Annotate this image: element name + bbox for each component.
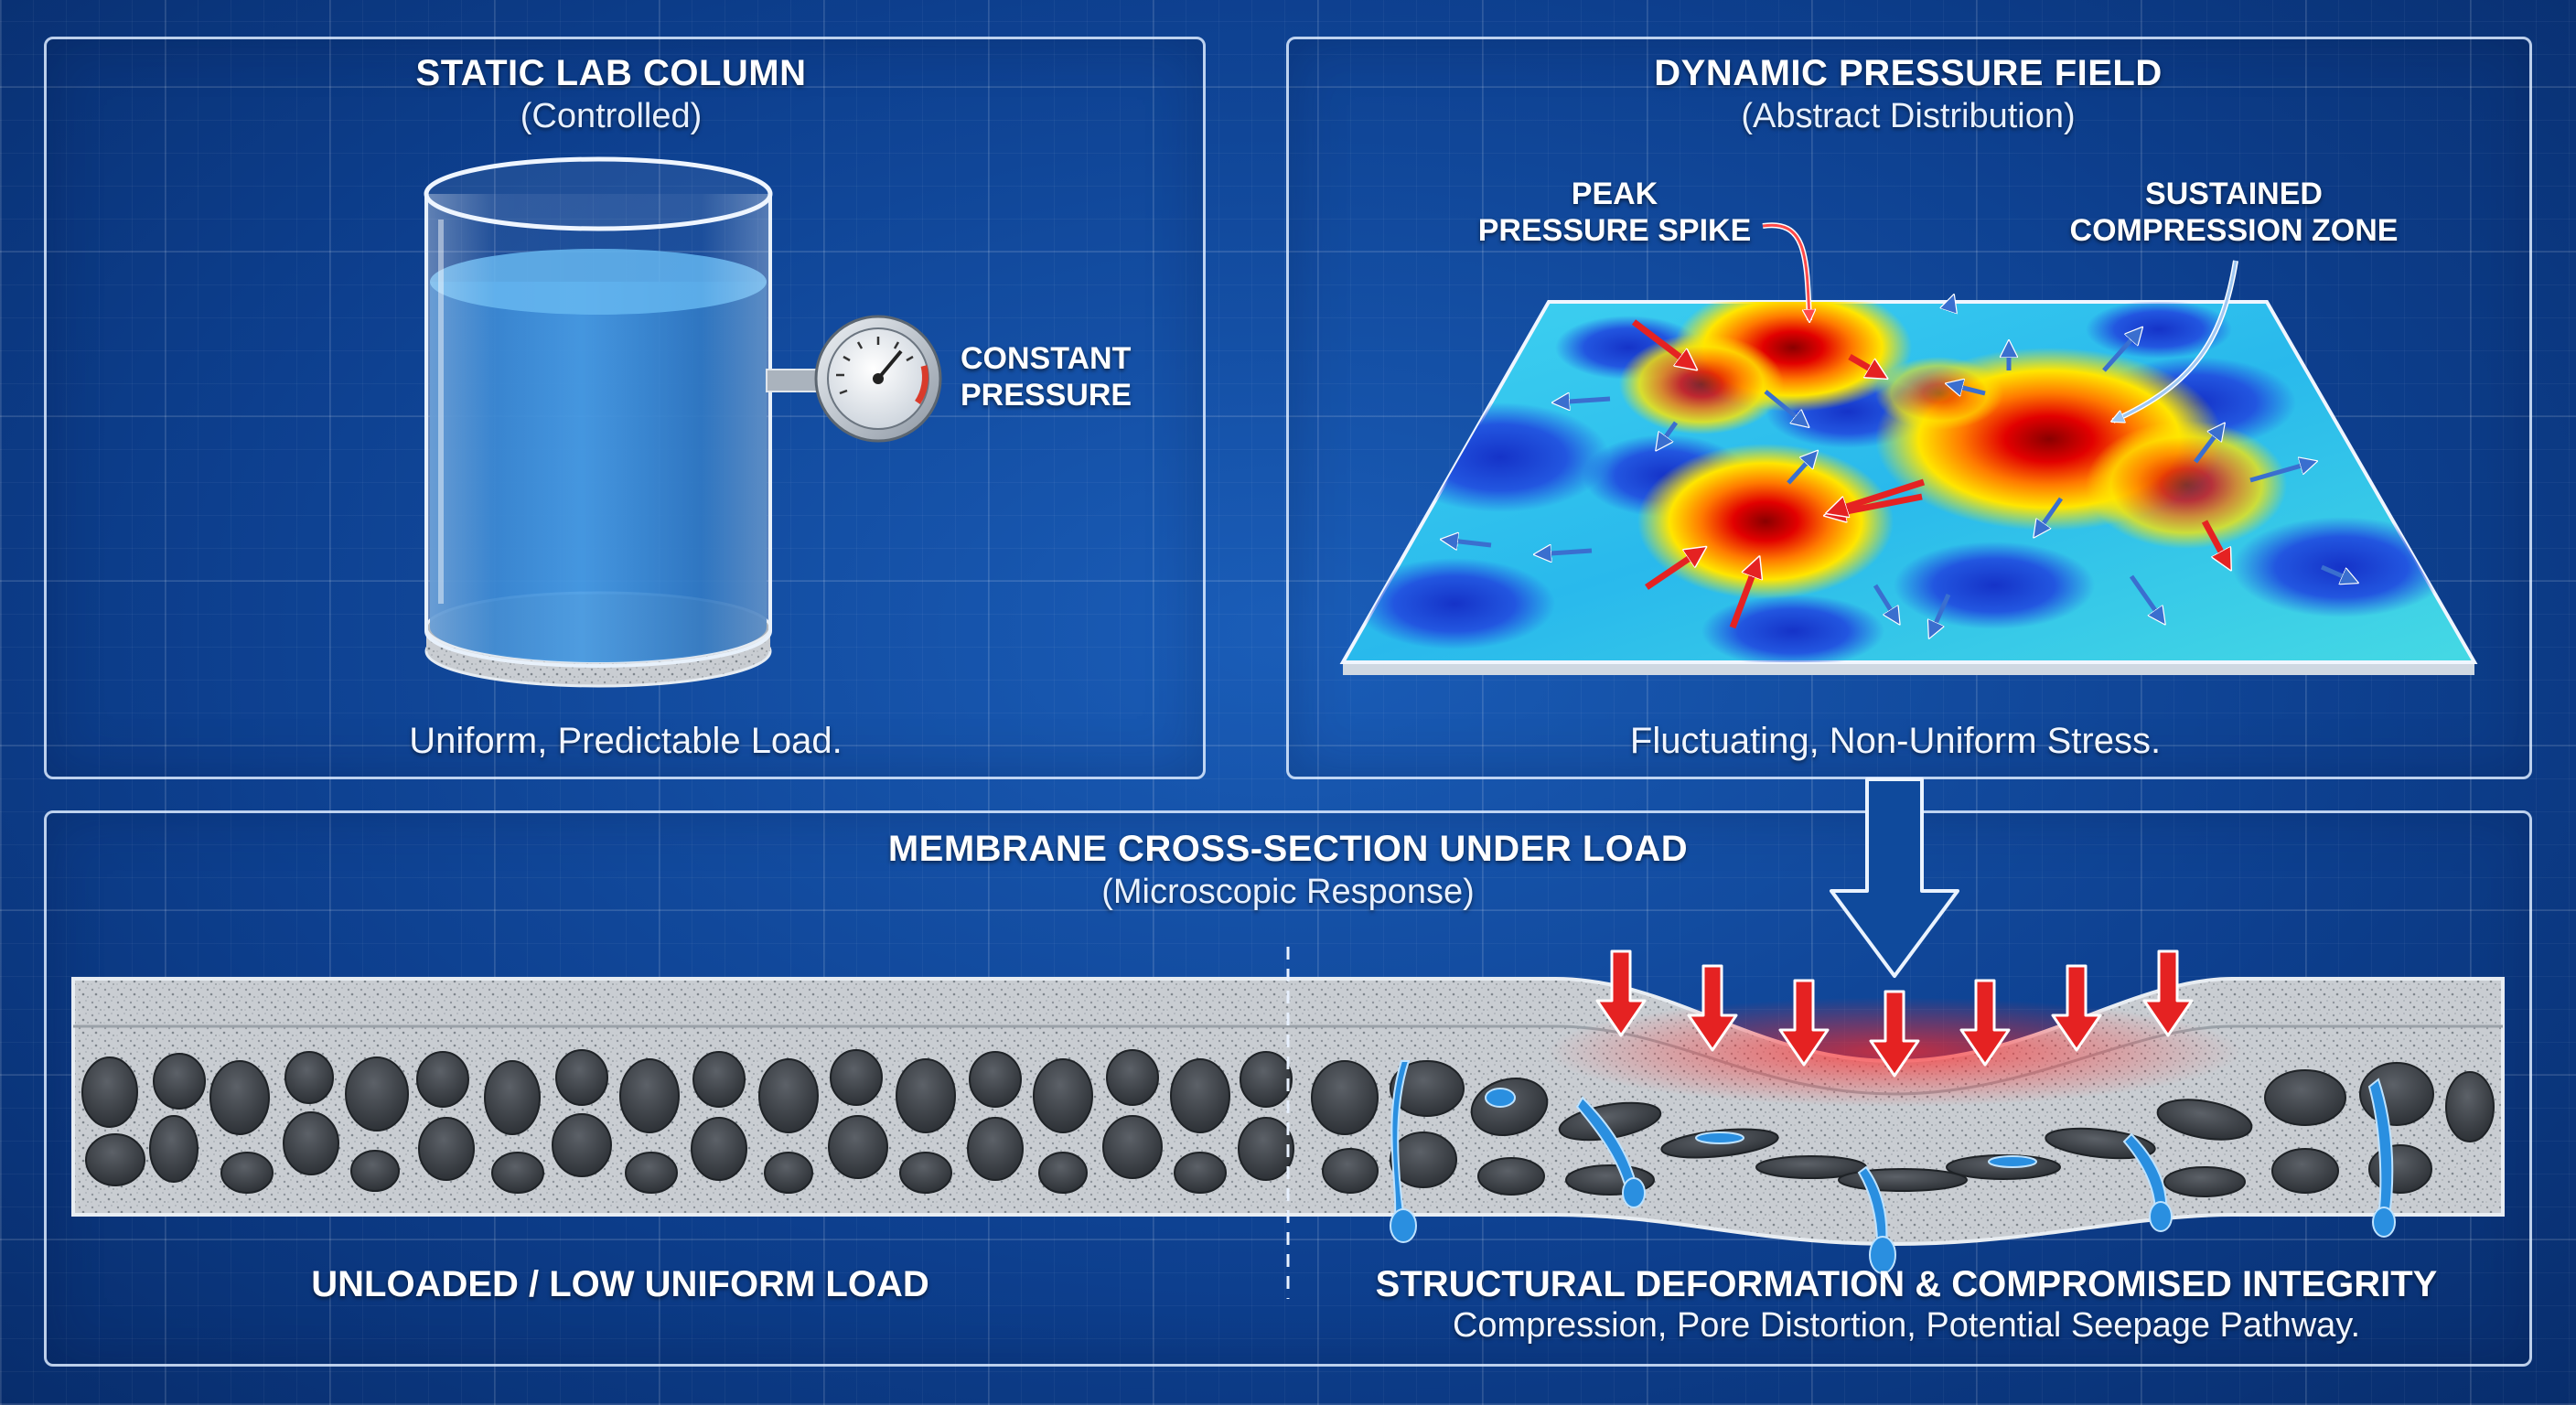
peak-callout-line1: PEAK bbox=[1571, 177, 1658, 211]
sustained-callout-line2: COMPRESSION ZONE bbox=[2069, 213, 2399, 248]
static-panel-subtitle: (Controlled) bbox=[520, 97, 703, 135]
membrane-panel-subtitle: (Microscopic Response) bbox=[1101, 873, 1475, 911]
static-panel-caption: Uniform, Predictable Load. bbox=[409, 721, 843, 761]
membrane-cross-section-panel bbox=[44, 810, 2532, 1367]
deformation-label: STRUCTURAL DEFORMATION & COMPROMISED INT… bbox=[1375, 1264, 2438, 1304]
peak-callout-line2: PRESSURE SPIKE bbox=[1477, 213, 1752, 248]
static-lab-column-panel bbox=[44, 37, 1206, 779]
unloaded-label: UNLOADED / LOW UNIFORM LOAD bbox=[311, 1264, 929, 1304]
pressure-gauge-icon bbox=[766, 315, 942, 443]
sustained-callout-line1: SUSTAINED bbox=[2145, 177, 2323, 211]
membrane-cross-section bbox=[71, 947, 2505, 1299]
dynamic-panel-subtitle: (Abstract Distribution) bbox=[1741, 97, 2076, 135]
static-panel-title: STATIC LAB COLUMN bbox=[415, 53, 807, 93]
membrane-panel-title: MEMBRANE CROSS-SECTION UNDER LOAD bbox=[887, 829, 1689, 869]
gauge-label: CONSTANT PRESSURE bbox=[961, 340, 1132, 413]
peak-pressure-callout: PEAK PRESSURE SPIKE bbox=[1478, 176, 1752, 249]
sustained-compression-callout: SUSTAINED COMPRESSION ZONE bbox=[2070, 176, 2399, 249]
deformation-sublabel: Compression, Pore Distortion, Potential … bbox=[1452, 1306, 2361, 1345]
pressure-heatmap bbox=[1339, 222, 2478, 675]
dynamic-panel-title: DYNAMIC PRESSURE FIELD bbox=[1654, 53, 2163, 93]
gauge-label-line1: CONSTANT bbox=[961, 341, 1132, 376]
gauge-label-line2: PRESSURE bbox=[961, 378, 1132, 413]
glass-lab-column bbox=[424, 156, 773, 688]
flow-down-arrow-icon bbox=[1830, 778, 1959, 978]
dynamic-panel-caption: Fluctuating, Non-Uniform Stress. bbox=[1629, 721, 2162, 761]
